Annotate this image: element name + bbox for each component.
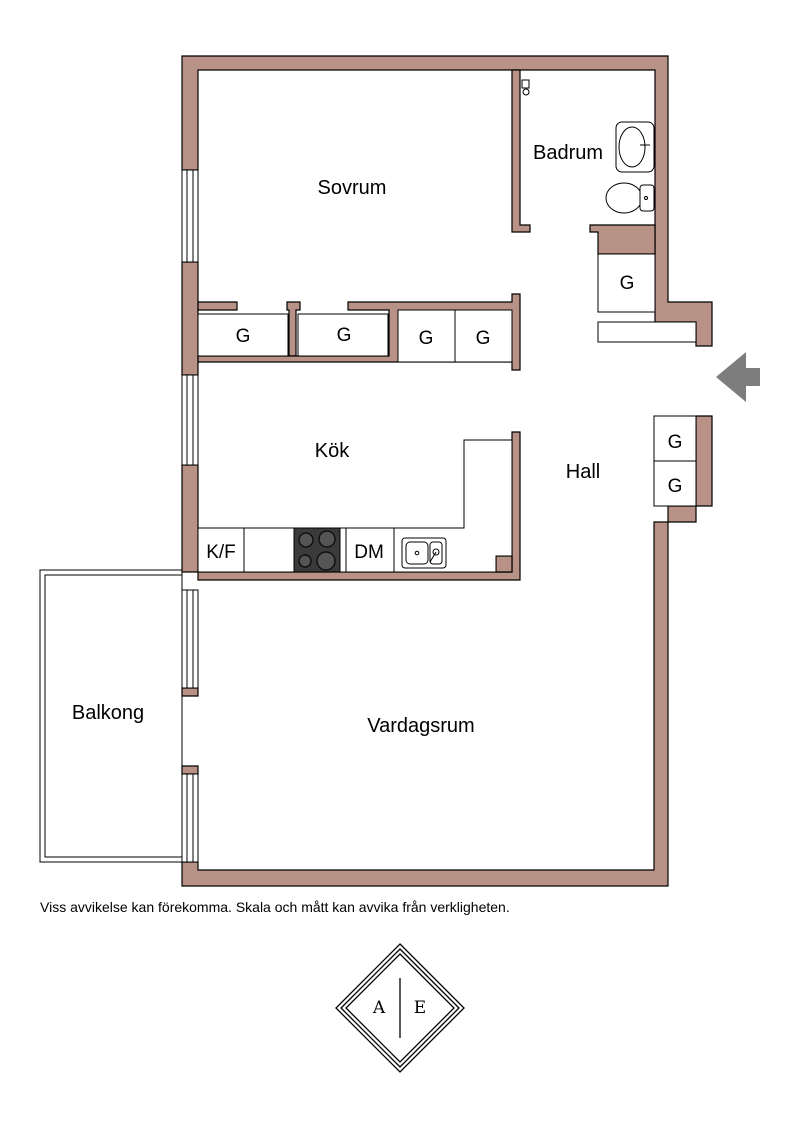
stove-icon bbox=[293, 527, 341, 573]
toilet-icon bbox=[605, 182, 655, 214]
storage-label: G bbox=[419, 328, 434, 349]
storage-units bbox=[197, 253, 697, 507]
storage-label: G bbox=[620, 273, 635, 294]
storage-label: G bbox=[476, 328, 491, 349]
brand-logo: A E bbox=[335, 943, 465, 1073]
storage-label: G bbox=[668, 476, 683, 497]
appliance-label-fridge-freezer: K/F bbox=[206, 542, 236, 563]
storage-kok-1 bbox=[397, 309, 456, 363]
window-sovrum bbox=[181, 169, 199, 263]
room-label-hall: Hall bbox=[566, 461, 600, 483]
room-label-vardagsrum: Vardagsrum bbox=[367, 715, 474, 737]
window-vardagsrum-2 bbox=[181, 773, 199, 863]
storage-label: G bbox=[337, 325, 352, 346]
room-label-kok: Kök bbox=[315, 440, 350, 462]
washbasin-icon bbox=[615, 121, 655, 173]
hall-shelf bbox=[597, 321, 697, 343]
room-label-badrum: Badrum bbox=[533, 142, 603, 164]
disclaimer-text: Viss avvikelse kan förekomma. Skala och … bbox=[40, 899, 510, 915]
storage-label: G bbox=[236, 326, 251, 347]
storage-sovrum-2 bbox=[297, 313, 389, 357]
exterior-wall bbox=[181, 55, 713, 887]
window-vardagsrum-1 bbox=[181, 589, 199, 689]
appliance-label-dishwasher: DM bbox=[354, 542, 384, 563]
floor-plan: Sovrum Badrum Kök Hall Vardagsrum Balkon… bbox=[39, 55, 760, 887]
faucet-icon bbox=[521, 79, 530, 96]
entrance-arrow-icon bbox=[716, 352, 760, 402]
storage-hall-1 bbox=[653, 415, 697, 462]
sink-icon bbox=[401, 537, 447, 569]
balcony bbox=[39, 569, 183, 863]
logo-letter-e: E bbox=[414, 998, 426, 1018]
storage-badrum bbox=[597, 253, 656, 313]
storage-sovrum-1 bbox=[197, 313, 289, 357]
window-kok bbox=[181, 374, 199, 466]
storage-kok-2 bbox=[454, 309, 513, 363]
storage-hall-2 bbox=[653, 460, 697, 507]
room-label-sovrum: Sovrum bbox=[318, 177, 387, 199]
room-label-balkong: Balkong bbox=[72, 702, 144, 724]
storage-label: G bbox=[668, 432, 683, 453]
logo-letter-a: A bbox=[372, 998, 386, 1018]
